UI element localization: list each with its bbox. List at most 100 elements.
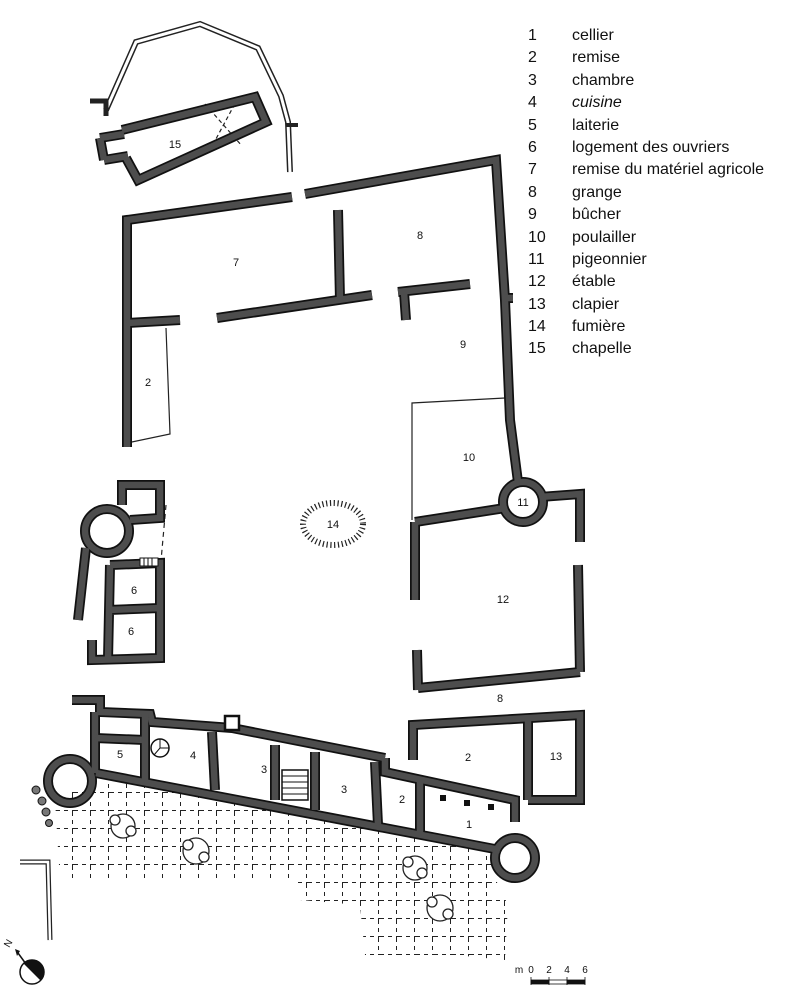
room-label: 3: [341, 784, 347, 796]
legend-number: 2: [528, 49, 537, 67]
legend-number: 11: [528, 250, 545, 268]
garden-path-outline: [20, 859, 53, 941]
legend-item: 3 chambre: [528, 70, 798, 92]
fumiere-heap: [300, 500, 366, 548]
scale-segment: [548, 979, 568, 985]
legend-item: 8 grange: [528, 182, 798, 204]
room-label: 6: [131, 585, 137, 597]
legend-label: fumière: [572, 318, 626, 336]
room-label: 5: [117, 749, 123, 761]
legend-number: 9: [528, 206, 537, 224]
legend-label: clapier: [572, 295, 620, 313]
scale-unit: m: [515, 965, 523, 976]
room-label: 15: [169, 139, 181, 151]
tree-icon: [109, 813, 137, 839]
legend-item: 6 logement des ouvriers: [528, 137, 798, 159]
chapel-enclosure: [90, 20, 298, 173]
logement-stair: [139, 557, 159, 567]
room-label: 10: [463, 452, 475, 464]
room-label: 12: [497, 594, 509, 606]
cellier-pillar: [464, 800, 470, 806]
south-wing-east-wall: [380, 758, 520, 822]
legend-item: 5 laiterie: [528, 115, 798, 137]
boulder: [37, 796, 47, 806]
room-label: 4: [190, 750, 196, 762]
cellier-pillar: [488, 804, 494, 810]
room-label: 3: [261, 764, 267, 776]
legend-number: 8: [528, 183, 537, 201]
legend-item: 4 cuisine: [528, 92, 798, 114]
scale-tick-label: 0: [528, 965, 534, 976]
tree-icon: [182, 837, 210, 865]
legend-number: 7: [528, 161, 537, 179]
legend-label: chapelle: [572, 340, 632, 358]
legend-number: 15: [528, 340, 546, 358]
scale-bar: m 0 2 4 6: [515, 965, 588, 985]
legend-item: 14 fumière: [528, 316, 798, 338]
legend-label: laiterie: [572, 116, 620, 134]
legend-item: 1 cellier: [528, 25, 798, 47]
room-label: 14: [327, 519, 339, 531]
kitchen-chimney: [223, 714, 241, 732]
tree-icon: [426, 894, 454, 922]
scale-tick-label: 2: [546, 965, 552, 976]
room-label: 8: [417, 230, 423, 242]
legend-item: 7 remise du matériel agricole: [528, 159, 798, 181]
main-staircase-steps: [282, 775, 308, 795]
room-label: 2: [465, 752, 471, 764]
legend-label: pigeonnier: [572, 250, 647, 268]
room-label: 7: [233, 257, 239, 269]
legend-number: 14: [528, 318, 546, 336]
north-arrow-icon: N: [2, 938, 45, 985]
scale-ticks: [530, 977, 586, 985]
legend-number: 1: [528, 27, 537, 44]
room-label: 11: [517, 497, 528, 509]
main-staircase: [281, 769, 309, 801]
room-labels: 15 7 8 9 2 10 11 14 6 6 12 8 2 13 5 4 3 …: [117, 139, 562, 831]
scale-segment: [566, 979, 586, 985]
enclosure-wall-inner: [104, 22, 292, 173]
legend-number: 6: [528, 138, 537, 156]
legend-item: 2 remise: [528, 47, 798, 69]
logement-stair-steps: [143, 558, 153, 566]
enclosure-stub: [90, 98, 109, 116]
boulder: [31, 785, 41, 795]
room-label: 2: [145, 377, 151, 389]
legend-label: chambre: [572, 71, 635, 89]
legend-label: remise du matériel agricole: [572, 161, 765, 179]
legend-number: 4: [528, 94, 537, 112]
legend-label: cellier: [572, 27, 614, 44]
legend-label: grange: [572, 183, 622, 201]
boulder: [41, 807, 51, 817]
remise-fence: [126, 327, 171, 444]
garden-path-inner: [20, 860, 52, 941]
garden-parterre: [55, 778, 508, 960]
room-label: 13: [550, 751, 562, 763]
legend: 1 cellier 2 remise 3 chambre 4 cuisine 5 lait…: [528, 25, 798, 361]
cellier-pillar: [440, 795, 446, 801]
scale-tick-label: 6: [582, 965, 588, 976]
legend-item: 15 chapelle: [528, 338, 798, 360]
room-label: 6: [128, 626, 134, 638]
room-label: 2: [399, 794, 405, 806]
tree-icon: [402, 855, 428, 881]
legend-number: 10: [528, 228, 546, 246]
legend-label: cuisine: [572, 94, 622, 112]
room-label: 8: [497, 693, 503, 705]
plan-details: [20, 500, 494, 941]
legend-item: 11 pigeonnier: [528, 249, 798, 271]
room-label: 1: [466, 819, 472, 831]
poulailler-fence: [411, 397, 506, 520]
legend-number: 12: [528, 273, 546, 291]
legend-label: remise: [572, 49, 621, 67]
scale-segment: [530, 979, 550, 985]
legend-number: 5: [528, 116, 537, 134]
legend-label: logement des ouvriers: [572, 138, 730, 156]
scale-tick-label: 4: [564, 965, 570, 976]
boulder: [45, 819, 53, 827]
room-label: 9: [460, 339, 466, 351]
legend-number: 3: [528, 71, 537, 89]
